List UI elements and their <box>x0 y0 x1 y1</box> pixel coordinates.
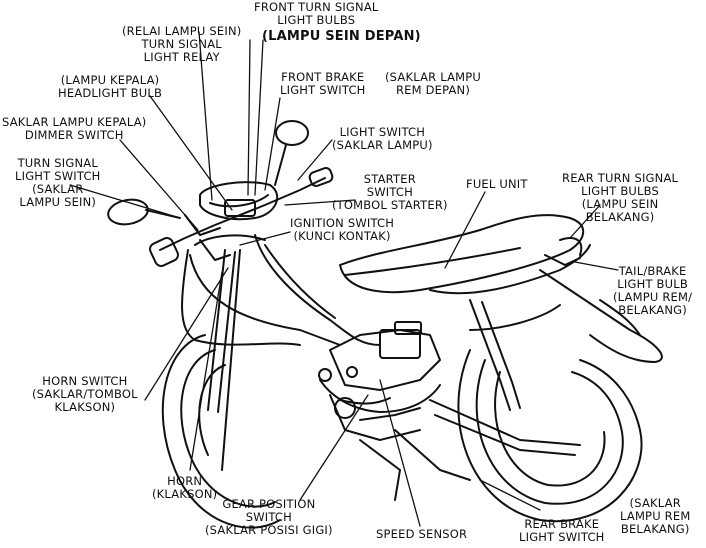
label-turn-signal-switch: TURN SIGNAL LIGHT SWITCH (SAKLAR LAMPU S… <box>15 156 101 209</box>
mirrors <box>107 120 309 226</box>
seat <box>339 214 585 294</box>
label-horn-switch: HORN SWITCH (SAKLAR/TOMBOL KLAKSON) <box>32 374 138 414</box>
label-starter-switch: STARTER SWITCH (TOMBOL STARTER) <box>332 172 448 212</box>
label-speed-sensor: SPEED SENSOR <box>376 527 468 541</box>
label-gear-position-switch: GEAR POSITION SWITCH (SAKLAR POSISI GIGI… <box>205 497 333 537</box>
label-saklar-rem-depan: (SAKLAR LAMPU REM DEPAN) <box>385 70 482 97</box>
label-turn-signal-relay: (RELAI LAMPU SEIN) TURN SIGNAL LIGHT REL… <box>122 24 242 64</box>
handlebar <box>149 167 334 267</box>
front-body <box>181 234 381 346</box>
leader-lines <box>69 31 619 527</box>
label-front-brake-switch: FRONT BRAKE LIGHT SWITCH <box>280 70 366 97</box>
label-fuel-unit: FUEL UNIT <box>466 177 528 191</box>
label-lampu-sein-depan: (LAMPU SEIN DEPAN) <box>262 29 421 44</box>
label-front-turn-signal-bulbs: FRONT TURN SIGNAL LIGHT BULBS <box>254 0 379 27</box>
rear-body <box>429 237 663 363</box>
swing-arm <box>359 299 581 501</box>
label-saklar-rem-belakang: (SAKLAR LAMPU REM BELAKANG) <box>620 496 691 536</box>
label-rear-turn-signal: REAR TURN SIGNAL LIGHT BULBS (LAMPU SEIN… <box>562 171 679 224</box>
label-ignition-switch: IGNITION SWITCH (KUNCI KONTAK) <box>290 216 395 243</box>
label-dimmer-switch: SAKLAR LAMPU KEPALA) DIMMER SWITCH <box>2 115 147 142</box>
label-horn: HORN (KLAKSON) <box>152 474 218 501</box>
label-headlight-bulb: (LAMPU KEPALA) HEADLIGHT BULB <box>58 73 163 100</box>
engine <box>318 321 441 441</box>
label-light-switch: LIGHT SWITCH (SAKLAR LAMPU) <box>332 125 433 152</box>
label-tail-brake-bulb: TAIL/BRAKE LIGHT BULB (LAMPU REM/ BELAKA… <box>613 264 693 317</box>
front-fork <box>207 249 241 471</box>
label-rear-brake-switch: REAR BRAKE LIGHT SWITCH <box>519 517 605 544</box>
